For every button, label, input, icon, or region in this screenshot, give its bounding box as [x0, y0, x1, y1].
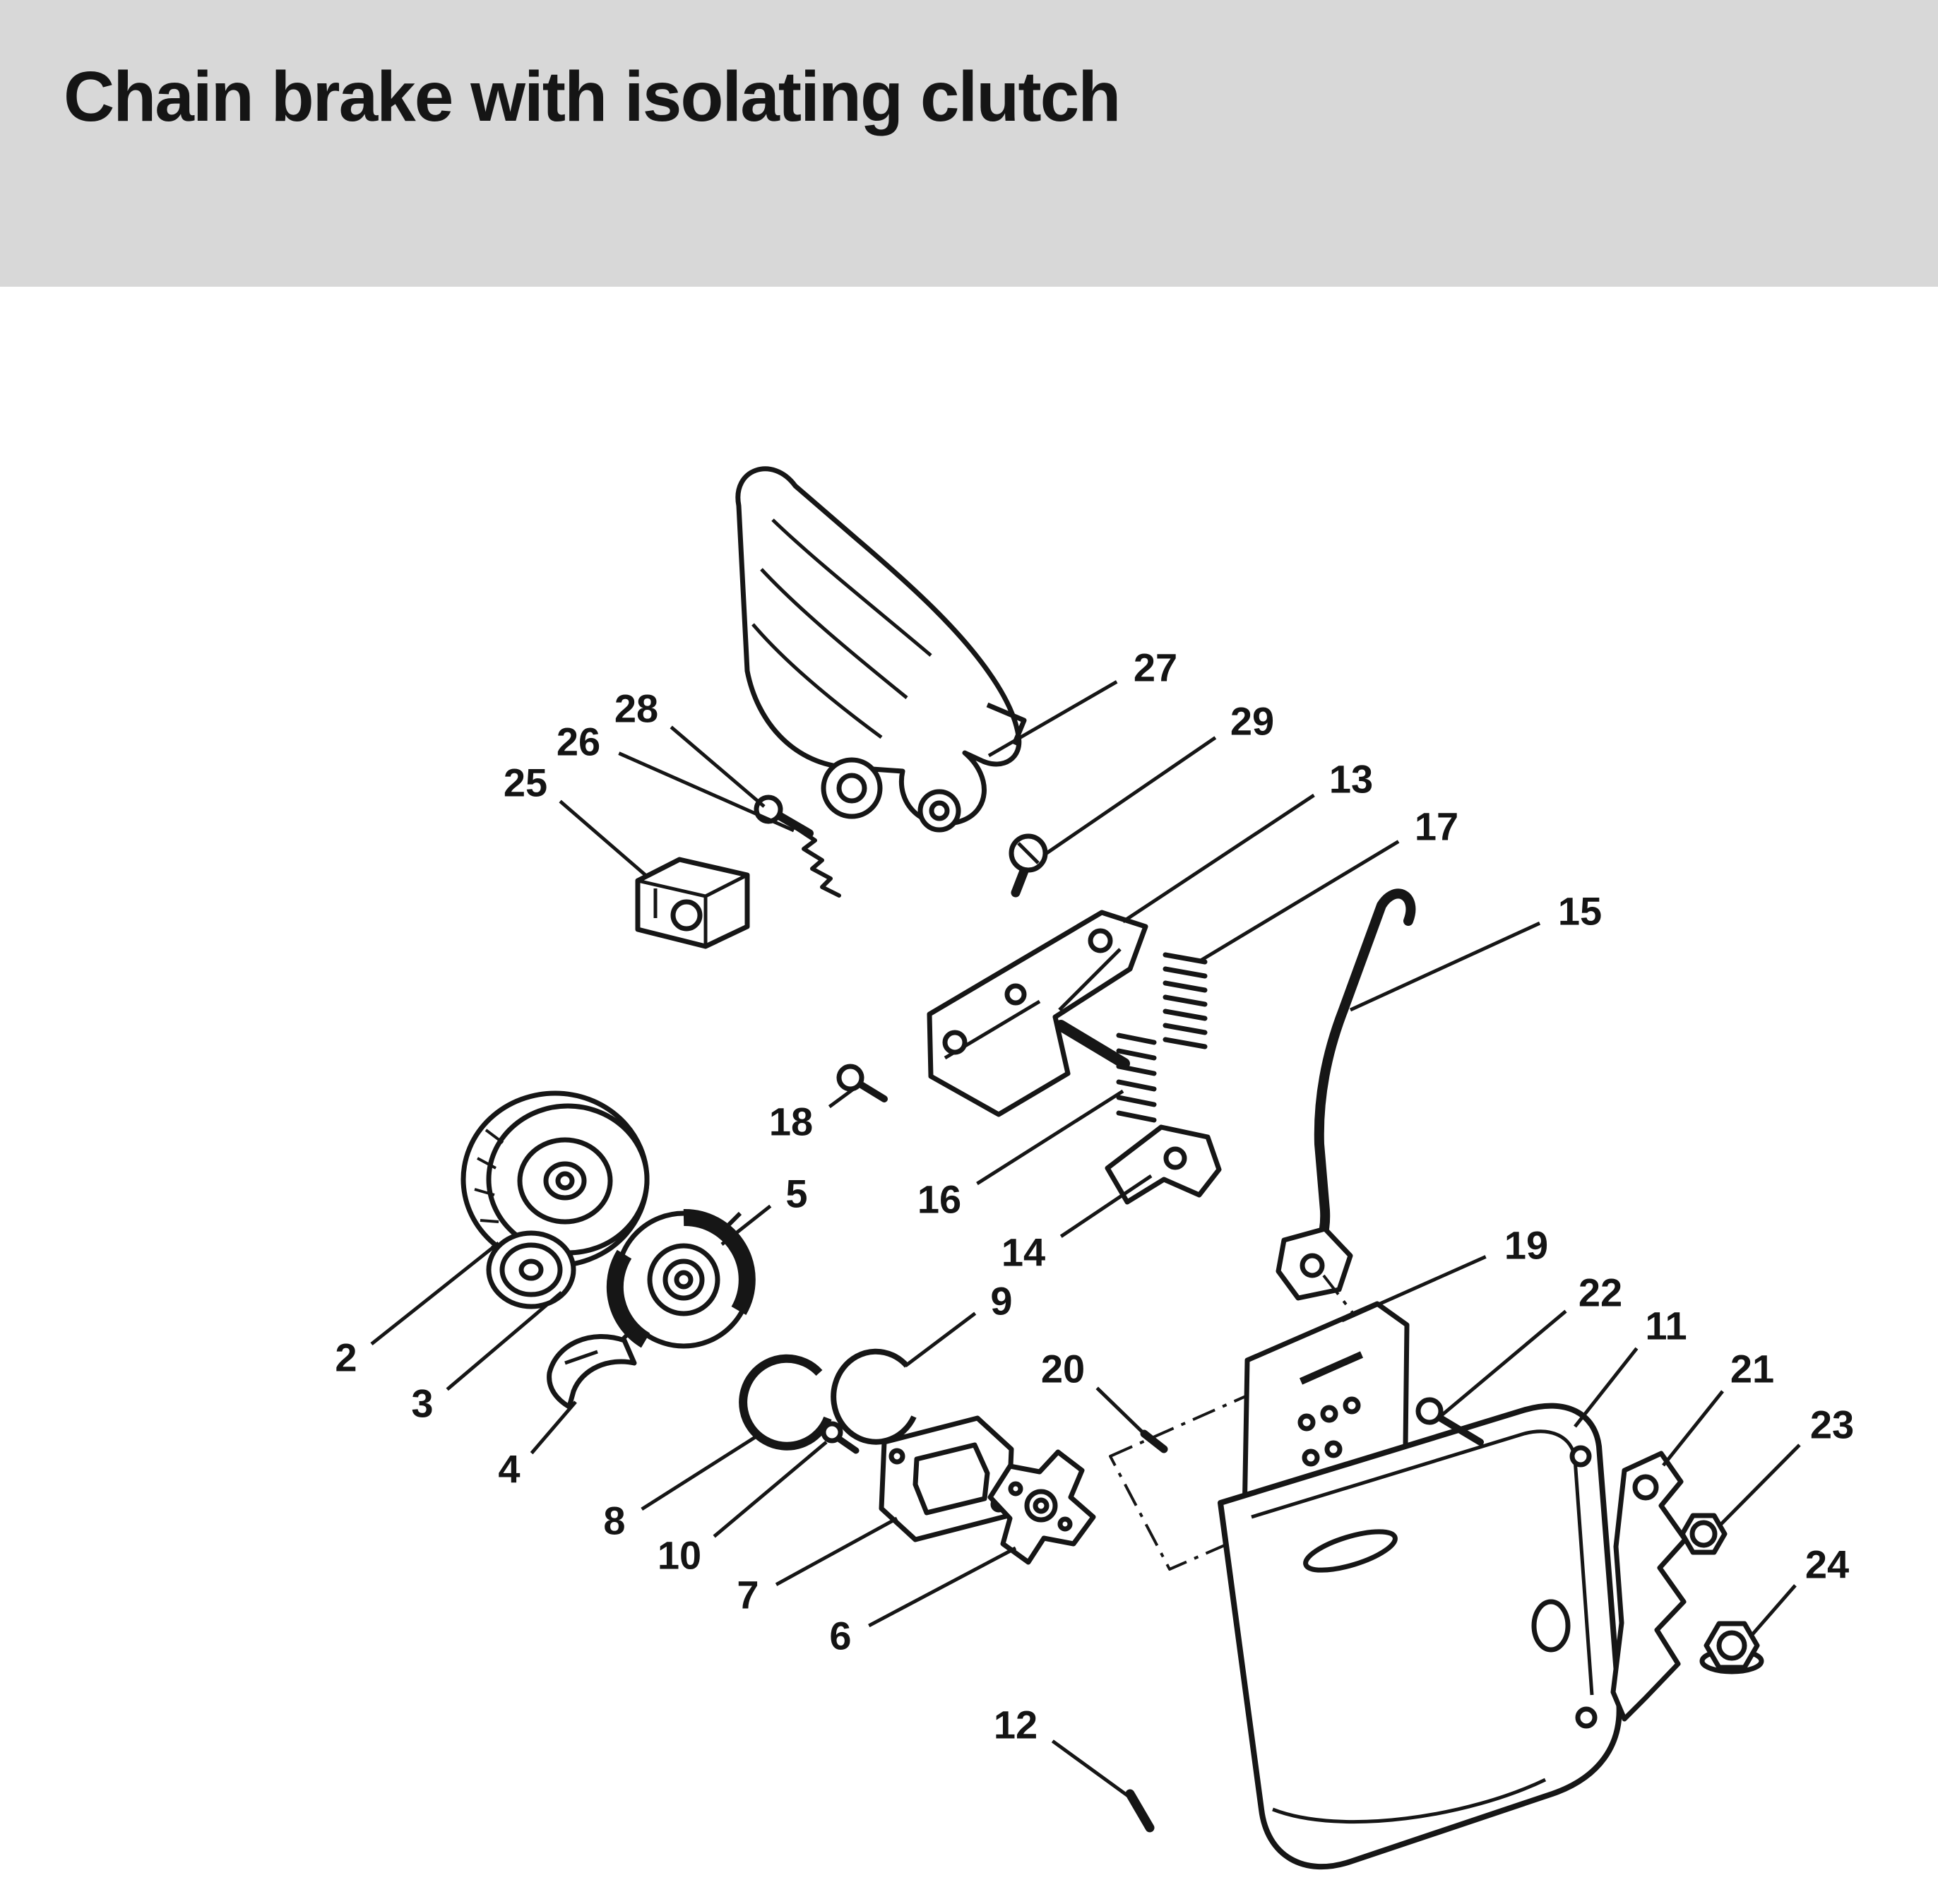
- part-12-pin: [1125, 1789, 1155, 1833]
- leader-3: [446, 1291, 563, 1391]
- leader-14: [1059, 1174, 1153, 1238]
- leader-22: [1439, 1309, 1567, 1417]
- part-4-clutch-shoe: [547, 1334, 637, 1410]
- leader-25: [559, 799, 648, 877]
- part-15-brake-lever: [1276, 888, 1416, 1301]
- part-23-nut: [1680, 1513, 1728, 1555]
- leader-2: [370, 1242, 500, 1346]
- part-5-clutch-assembly: [606, 1208, 756, 1349]
- page-title: Chain brake with isolating clutch: [64, 57, 1121, 136]
- leader-9: [904, 1311, 977, 1367]
- header-band: [0, 0, 1938, 287]
- part-8-snap-ring: [739, 1354, 832, 1451]
- leader-15: [1349, 921, 1541, 1012]
- leader-27: [987, 680, 1118, 758]
- part-11-side-cover: [1218, 1403, 1622, 1870]
- part-25-latch-housing: [635, 857, 750, 949]
- leader-11: [1574, 1347, 1639, 1428]
- part-21-chain-catcher: [1610, 1451, 1688, 1722]
- leader-13: [1122, 793, 1315, 924]
- leader-6: [868, 1546, 1017, 1628]
- leader-20: [1095, 1386, 1149, 1439]
- leader-12: [1051, 1739, 1131, 1799]
- leader-16: [976, 1089, 1124, 1186]
- part-22-screw: [1415, 1397, 1484, 1446]
- part-7-cover-plate: [879, 1415, 1014, 1542]
- alignment-guides: [1109, 1274, 1380, 1571]
- part-26-spring: [796, 827, 841, 898]
- part-13-pivot-bracket: [927, 910, 1148, 1117]
- part-14-detent-lever: [1105, 1124, 1222, 1205]
- leader-28: [670, 725, 766, 808]
- part-6-cam-plate: [987, 1449, 1096, 1565]
- leader-5: [720, 1204, 772, 1246]
- leader-26: [618, 751, 795, 833]
- leader-24: [1749, 1584, 1797, 1638]
- leader-10: [713, 1441, 828, 1538]
- leader-21: [1662, 1390, 1724, 1467]
- leader-23: [1718, 1444, 1801, 1527]
- part-3-washer: [486, 1230, 576, 1309]
- leader-18: [828, 1080, 864, 1109]
- leader-8: [641, 1433, 760, 1511]
- leader-29: [1045, 736, 1217, 855]
- leader-7: [775, 1516, 898, 1586]
- part-27-hand-guard: [735, 466, 1027, 833]
- part-24-nut: [1699, 1621, 1764, 1674]
- part-10-screw: [821, 1421, 860, 1454]
- part-18-screw: [836, 1064, 888, 1102]
- leader-4: [530, 1400, 577, 1455]
- leader-19: [1340, 1255, 1487, 1323]
- part-29-screw: [1009, 833, 1048, 898]
- part-2-clutch-drum: [460, 1090, 650, 1268]
- part-17-spring: [1163, 952, 1208, 1049]
- leader-17: [1199, 840, 1400, 963]
- part-16-spring: [1116, 1033, 1157, 1123]
